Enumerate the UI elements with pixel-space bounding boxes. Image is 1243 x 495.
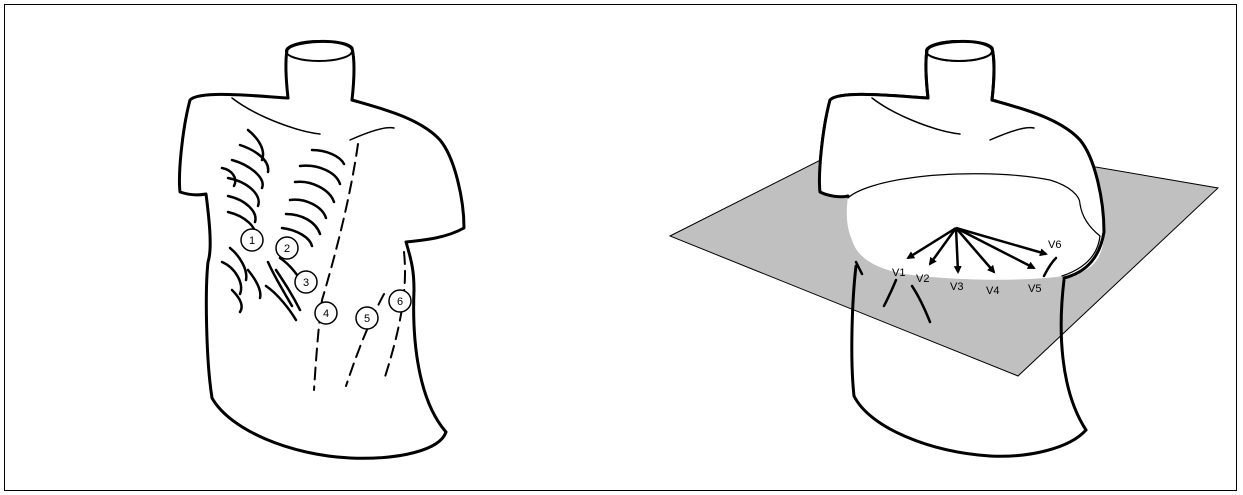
reference-lines: [314, 144, 405, 390]
electrode-2-label: 2: [284, 243, 290, 255]
costal-margin: [222, 248, 306, 320]
torso-neck: [286, 41, 354, 100]
torso-right-cut-section: [847, 175, 1104, 279]
electrode-4: 4: [315, 302, 337, 324]
torso-right-neck: [926, 41, 994, 100]
electrode-6-label: 6: [397, 296, 403, 308]
electrode-5: 5: [356, 307, 378, 329]
electrode-3: 3: [295, 271, 317, 293]
electrode-1: 1: [241, 229, 263, 251]
lead-label-v4: V4: [986, 285, 999, 297]
lead-label-v1: V1: [892, 267, 905, 279]
electrodes: 1 2 3 4 5 6: [241, 229, 411, 329]
torso-right-neck-redraw: [926, 48, 994, 100]
lead-label-v5: V5: [1028, 283, 1041, 295]
ribs-left: [222, 130, 268, 236]
lead-label-v3: V3: [950, 281, 963, 293]
electrode-3-label: 3: [303, 277, 309, 289]
torso-shoulder-crease-right: [350, 128, 394, 140]
electrode-5-label: 5: [364, 313, 370, 325]
lead-label-v2: V2: [916, 273, 929, 285]
torso-shoulder-crease-left: [232, 98, 320, 134]
torso-neck-opening: [286, 41, 352, 61]
electrode-6: 6: [389, 290, 411, 312]
electrode-4-label: 4: [323, 308, 329, 320]
ribs-right: [282, 150, 344, 246]
lead-label-v6: V6: [1048, 239, 1061, 251]
electrode-2: 2: [276, 237, 298, 259]
electrode-1-label: 1: [249, 235, 255, 247]
torso-outline-right: [352, 100, 464, 432]
torso-right-neck-opening-redraw: [926, 41, 992, 61]
